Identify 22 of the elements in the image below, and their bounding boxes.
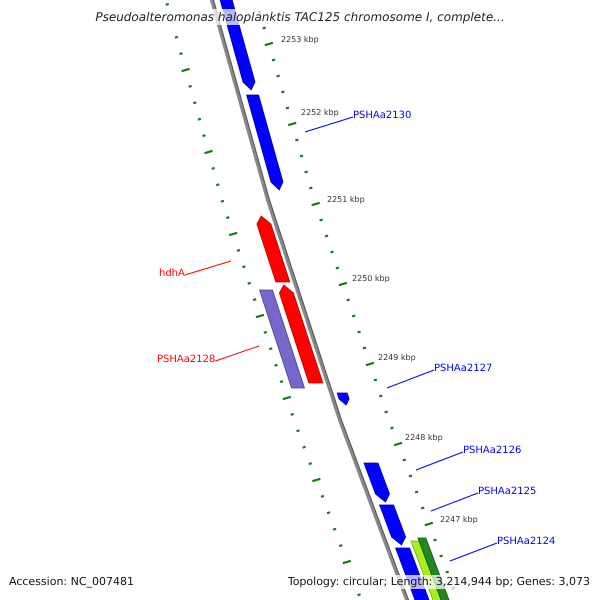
leader-line xyxy=(304,116,354,132)
scale-label: 2250 kbp xyxy=(352,274,390,284)
scale-label: 2247 kbp xyxy=(440,515,478,525)
gene-label: hdhA xyxy=(159,268,185,280)
gene-label: PSHAa2125 xyxy=(478,486,536,498)
leader-line xyxy=(416,452,464,470)
gene-label: PSHAa2128 xyxy=(157,354,216,366)
scale-label: 2251 kbp xyxy=(327,195,365,205)
leader-line xyxy=(214,346,260,362)
scale-label: 2253 kbp xyxy=(281,35,319,45)
leader-line xyxy=(184,260,232,276)
gene-label: PSHAa2130 xyxy=(353,110,412,122)
gene-label: PSHAa2126 xyxy=(463,445,522,457)
gene-label: PSHAa2127 xyxy=(434,363,492,375)
leader-line xyxy=(450,542,498,562)
leader-line xyxy=(386,370,434,388)
leader-line xyxy=(430,492,478,512)
scale-label: 2249 kbp xyxy=(378,353,416,363)
scale-label: 2248 kbp xyxy=(405,433,443,443)
gene-label: PSHAa2124 xyxy=(497,536,556,548)
scale-label: 2252 kbp xyxy=(301,108,339,118)
info-text: Topology: circular; Length: 3,214,944 bp; Genes: 3,073 xyxy=(286,575,592,589)
